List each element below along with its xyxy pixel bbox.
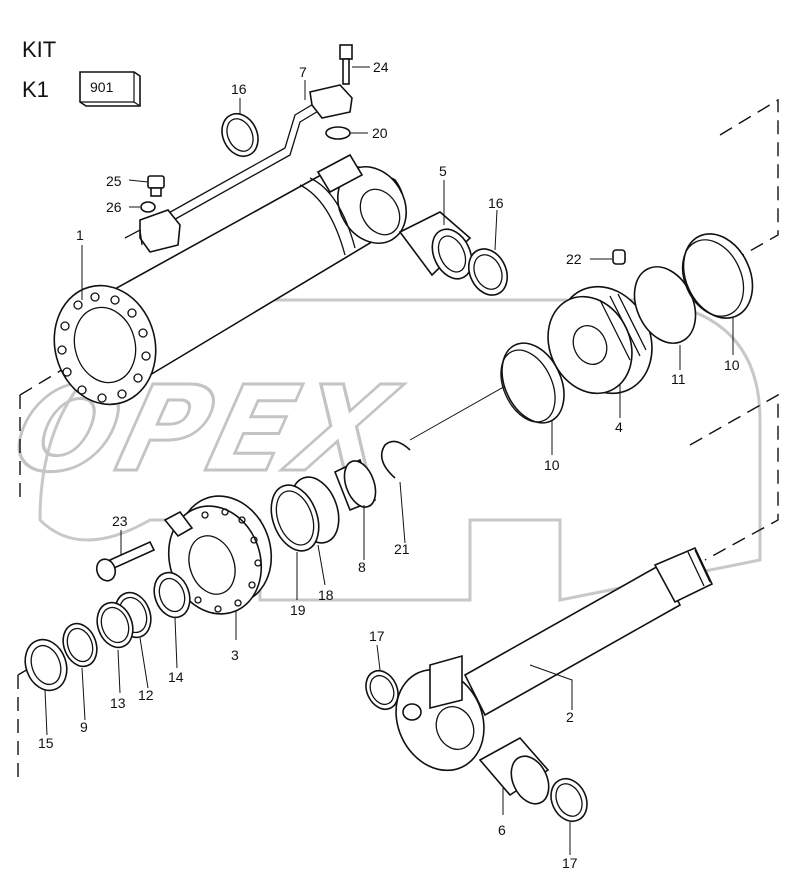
part-3-cylinder-head[interactable] [154, 483, 286, 627]
callout-17-lower: 17 [562, 855, 578, 871]
callout-12: 12 [138, 687, 154, 703]
callout-24: 24 [373, 59, 389, 75]
axis-line-right [689, 393, 779, 561]
part-26-washer[interactable] [140, 201, 156, 213]
callout-5: 5 [439, 163, 447, 179]
kit-box-901[interactable]: 901 [79, 71, 141, 107]
callout-4: 4 [615, 419, 623, 435]
callout-10-lower: 10 [544, 457, 560, 473]
part-15-wiper[interactable] [18, 634, 73, 697]
part-14-ring[interactable] [148, 568, 196, 623]
part-23-bolt[interactable] [94, 540, 156, 583]
kit-box-label: 901 [90, 79, 114, 95]
k1-label: K1 [22, 77, 49, 102]
part-9-ring[interactable] [57, 619, 102, 671]
part-25-bolt[interactable] [147, 175, 165, 197]
part-17-seal-lower[interactable] [544, 773, 593, 827]
callout-7: 7 [299, 64, 307, 80]
part-10-seal-upper[interactable] [670, 223, 765, 330]
part-20-o-ring[interactable] [325, 126, 351, 140]
part-17-seal-upper[interactable] [360, 666, 404, 715]
callout-15: 15 [38, 735, 54, 751]
part-16-seal-right[interactable] [462, 243, 515, 302]
part-21-snap-ring[interactable] [380, 440, 411, 479]
callout-1: 1 [76, 227, 84, 243]
callout-20: 20 [372, 125, 388, 141]
callout-8: 8 [358, 559, 366, 575]
callout-16-upper: 16 [231, 81, 247, 97]
callout-17-upper: 17 [369, 628, 385, 644]
callout-labels: 1 2 3 4 5 6 7 8 9 10 10 11 12 13 14 15 1… [38, 59, 740, 871]
part-22-plug[interactable] [612, 249, 626, 265]
callout-19: 19 [290, 602, 306, 618]
callout-13: 13 [110, 695, 126, 711]
callout-21: 21 [394, 541, 410, 557]
callout-11: 11 [671, 371, 686, 387]
part-24-bolt[interactable] [339, 44, 353, 85]
callout-9: 9 [80, 719, 88, 735]
part-16-seal-upper[interactable] [215, 108, 264, 162]
callout-2: 2 [566, 709, 574, 725]
callout-23: 23 [112, 513, 128, 529]
part-6-bushing[interactable] [478, 736, 556, 810]
kit-label: KIT [22, 37, 56, 62]
part-1-cylinder-tube[interactable] [41, 153, 420, 416]
part-13-ring[interactable] [91, 598, 139, 653]
leader-lines [44, 66, 734, 855]
callout-22: 22 [566, 251, 582, 267]
callout-14: 14 [168, 669, 184, 685]
callout-10-upper: 10 [724, 357, 740, 373]
part-4-piston[interactable] [533, 271, 669, 409]
part-7-pipe[interactable] [124, 84, 353, 253]
callout-25: 25 [106, 173, 122, 189]
part-5-bushing[interactable] [398, 211, 479, 285]
part-8-bushing[interactable] [333, 457, 381, 512]
callout-6: 6 [498, 822, 506, 838]
part-10-seal-lower[interactable] [490, 333, 576, 433]
part-2-piston-rod[interactable] [380, 546, 714, 785]
part-19-ring[interactable] [263, 479, 328, 558]
callout-26: 26 [106, 199, 122, 215]
callout-18: 18 [318, 587, 334, 603]
callout-3: 3 [231, 647, 239, 663]
callout-16-right: 16 [488, 195, 504, 211]
